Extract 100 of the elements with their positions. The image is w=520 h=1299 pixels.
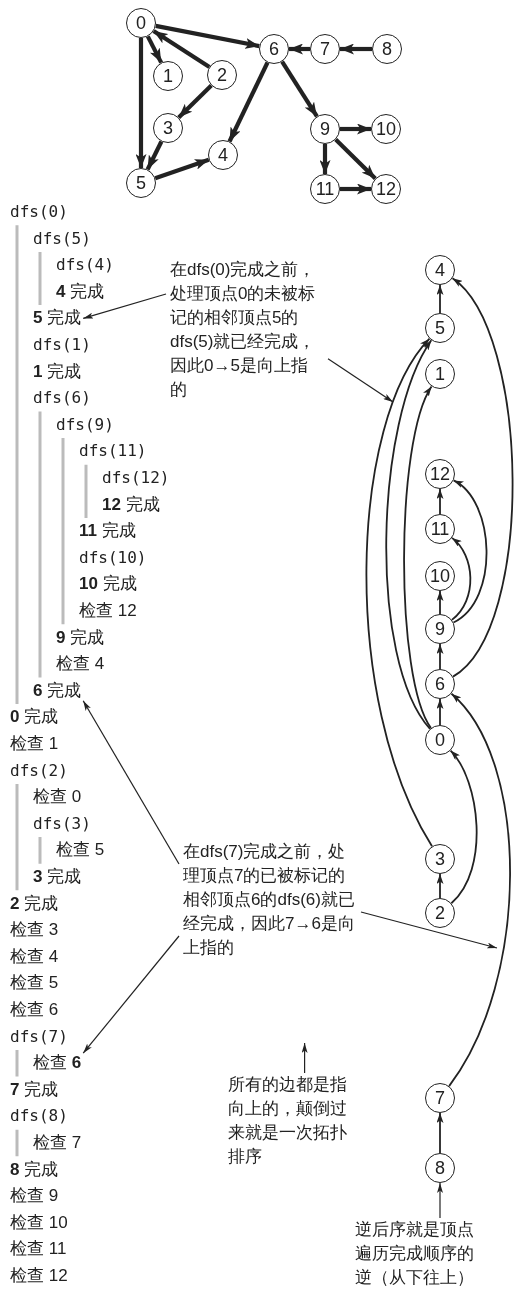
arrow [436,643,444,670]
trace-line: 检查 6 [9,999,60,1021]
arrow [451,537,472,621]
trace-line: dfs(11) [78,440,148,463]
arrow [340,183,371,195]
arrow [436,284,444,314]
trace-line: 检查 5 [9,972,60,995]
arrow [385,339,433,730]
trace-line: 8 完成 [9,1158,60,1181]
trace-line: dfs(8) [9,1105,69,1128]
vertex-circle: 12 [371,174,401,204]
vertex-circle: 8 [425,1153,455,1183]
trace-line: dfs(4) [55,254,115,277]
leader-line [360,911,498,949]
trace-line: 10 完成 [78,573,138,596]
vertex-circle: 6 [425,669,455,699]
trace-line: dfs(10) [78,546,148,569]
trace-line: 6 完成 [31,677,84,704]
arrow [227,61,270,143]
trace-line: dfs(3) [32,812,92,835]
arrow [436,873,444,899]
vertex-circle: 5 [425,313,455,343]
trace-line: 12 完成 [101,493,161,516]
vertex-circle: 10 [425,561,455,591]
leader-line [437,1182,443,1219]
trace-line: 4 完成 [55,280,106,303]
vertex-circle: 1 [425,359,455,389]
arrow [155,23,260,49]
arrow [152,29,211,69]
trace-line: 检查 1 [9,733,60,755]
trace-line: 检查 6 [31,1050,84,1077]
vertex-circle: 6 [259,34,289,64]
vertex-circle: 3 [425,844,455,874]
leader-line [327,358,394,403]
trace-line: 检查 12 [9,1265,69,1287]
trace-line: 检查 11 [9,1238,68,1261]
trace-line: 0 完成 [9,706,60,729]
trace-line: 检查 12 [78,600,138,622]
trace-line: 检查 7 [32,1132,83,1154]
vertex-circle: 4 [208,140,238,170]
trace-line: dfs(6) [32,387,92,410]
arrow [280,60,319,118]
trace-line: 检查 4 [9,945,60,968]
trace-line: 7 完成 [9,1078,60,1101]
trace-line: dfs(12) [101,467,171,489]
arrow [449,749,478,905]
vertex-circle: 9 [425,614,455,644]
arrow [365,337,433,848]
trace-line: 检查 0 [32,786,83,809]
vertex-circle: 1 [153,61,183,91]
callout-text: 所有的边都是指向上的，颠倒过来就是一次拓扑排序 [224,1073,354,1169]
arrow [436,590,444,615]
vertex-circle: 10 [371,114,401,144]
trace-line: 2 完成 [9,892,60,915]
vertex-circle: 4 [425,255,455,285]
trace-line: dfs(0) [9,201,69,223]
trace-line: dfs(7) [9,1025,69,1048]
arrow [436,698,444,726]
callout-text: 逆后序就是顶点遍历完成顺序的逆（从下往上） [351,1218,485,1290]
arrow [135,38,147,168]
arrow [334,138,377,180]
vertex-circle: 2 [425,898,455,928]
arrow [340,43,372,55]
trace-line: dfs(9) [55,413,115,436]
arrow [451,277,514,678]
arrow [448,692,511,1087]
trace-line: 检查 3 [9,919,60,942]
vertex-circle: 8 [372,34,402,64]
leader-line [82,293,167,319]
arrow [177,84,213,119]
trace-line: dfs(5) [32,227,92,250]
vertex-circle: 9 [310,114,340,144]
leader-line [301,1042,308,1074]
vertex-circle: 11 [425,514,455,544]
trace-line: 9 完成 [55,626,106,649]
arrow [145,140,164,171]
arrow [403,385,433,729]
trace-line: 检查 9 [9,1185,60,1208]
vertex-circle: 0 [425,725,455,755]
vertex-circle: 0 [126,8,156,38]
arrow [436,1112,444,1154]
arrow [289,43,310,55]
trace-line: 5 完成 [31,305,84,332]
trace-line: 检查 10 [9,1211,69,1234]
arrow [319,144,331,174]
arrow [436,488,444,515]
trace-line: 1 完成 [32,360,83,383]
arrow [145,35,164,64]
trace-line: dfs(2) [9,759,69,782]
arrow [340,123,371,135]
vertex-circle: 12 [425,459,455,489]
trace-line: dfs(1) [32,334,92,356]
trace-line: 3 完成 [32,866,83,888]
leader-line [82,700,180,865]
arrow [452,479,488,624]
callout-text: 在dfs(0)完成之前，处理顶点0的未被标记的相邻顶点5的dfs(5)就已经完成，因此0→5是向上指的 [166,258,328,402]
vertex-circle: 7 [425,1083,455,1113]
vertex-circle: 3 [153,113,183,143]
trace-line: 检查 4 [55,653,106,676]
trace-line: 11 完成 [78,520,137,543]
